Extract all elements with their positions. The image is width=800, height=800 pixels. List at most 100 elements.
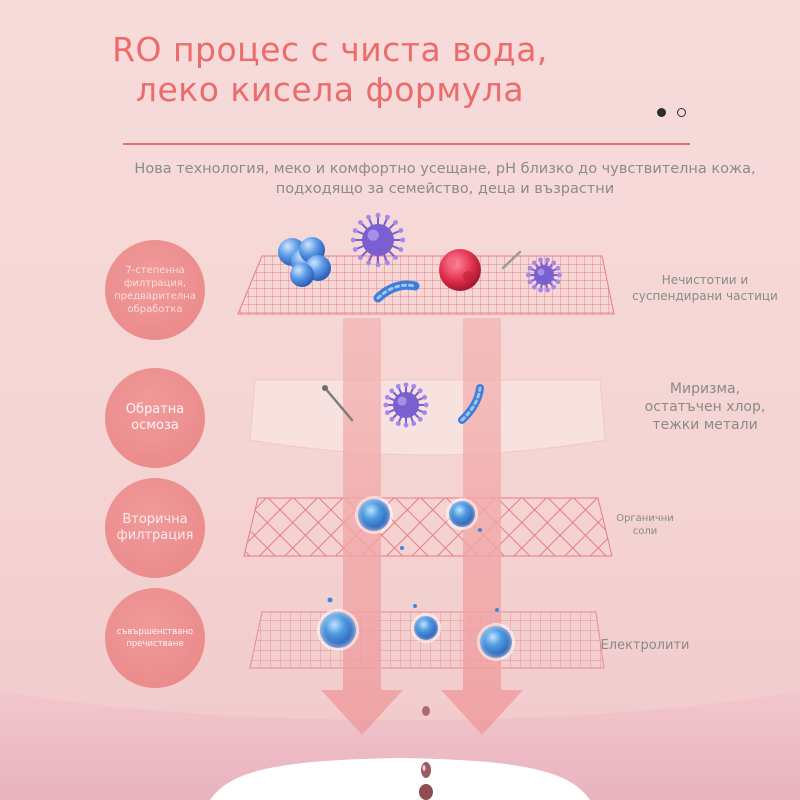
droplet-icon — [355, 496, 482, 550]
stage-3-result: Органични соли — [605, 512, 685, 538]
layer-2-membrane — [249, 379, 606, 456]
virus-spike-tip — [411, 383, 417, 389]
virus-highlight — [537, 268, 545, 276]
virus-spike-tip — [352, 228, 358, 233]
arrow-down-icon — [441, 318, 523, 735]
stage-1-result-line: Нечистотии и — [661, 273, 749, 287]
virus-spike-tip — [366, 214, 371, 220]
virus-spike-tip — [358, 220, 363, 225]
virus-spike-tip — [375, 262, 381, 268]
virus-spike-tip — [358, 255, 363, 260]
virus-icon — [526, 257, 562, 293]
layer-3-mesh — [243, 497, 613, 557]
virus-spike-tip — [545, 287, 550, 293]
virus-spike-tip — [531, 284, 537, 290]
virus-spike-tip — [393, 255, 398, 260]
virus-spike-tip — [375, 212, 381, 218]
virus-spike-tip — [366, 260, 371, 266]
virus-spike-tip — [383, 402, 389, 408]
stage-2-line: Обратна — [125, 402, 185, 417]
stage-4-result: Електролити — [600, 638, 690, 654]
page-title-line-2: леко кисела формула — [135, 70, 525, 109]
virus-spike-tip — [527, 265, 533, 271]
virus-body — [393, 392, 419, 418]
virus-spike-tip — [352, 247, 358, 252]
virus-spike-tip — [385, 214, 390, 220]
virus-spike-tip — [423, 402, 429, 408]
stage-4-line: съвършенствано — [116, 627, 194, 637]
virus-spike-tip — [385, 260, 390, 266]
page-title-line-1: RO процес с чиста вода, — [112, 30, 548, 69]
virus-spike-tip — [531, 260, 537, 266]
pollen-icon — [439, 249, 481, 291]
bottom-wave — [0, 690, 800, 800]
stage-circle-1: 7-степенна филтрация, предварителна обра… — [105, 240, 205, 340]
stage-3-line: филтрация — [116, 528, 194, 543]
virus-icon — [383, 382, 429, 428]
stage-2-result-line: Миризма, — [669, 381, 741, 397]
stage-4-line: пречистване — [126, 639, 184, 649]
bacteria-icon — [278, 237, 331, 287]
basin — [210, 758, 590, 800]
virus-spike-tip — [557, 272, 562, 278]
virus-spike-tip — [538, 287, 543, 293]
virus-spike-tip — [545, 257, 550, 263]
stage-3-result-line: соли — [632, 526, 658, 537]
layer-1-mesh — [237, 255, 615, 315]
virus-spike-tip — [555, 279, 561, 285]
virus-spike-tip — [389, 388, 395, 394]
virus-spike-tip — [417, 416, 423, 422]
stage-circle-2: Обратна осмоза — [105, 368, 205, 468]
virus-spike-tip — [551, 284, 557, 290]
virus-spike-tip — [395, 421, 401, 427]
stage-1-line: 7-степенна — [125, 265, 185, 276]
carousel-dot-active[interactable] — [657, 108, 666, 117]
stage-1-line: обработка — [127, 304, 183, 315]
virus-spike-tip — [393, 220, 398, 225]
stage-circle-3: Вторична филтрация — [105, 478, 205, 578]
virus-spike-tip — [400, 237, 406, 243]
virus-icon — [350, 212, 406, 268]
carousel-dot[interactable] — [677, 108, 686, 117]
virus-spike-tip — [422, 410, 428, 416]
virus-spike-tip — [398, 228, 404, 233]
virus-spike-tip — [395, 383, 401, 389]
bacteria-icon — [458, 384, 484, 424]
stage-1-line: предварителна — [114, 291, 196, 302]
virus-spike-tip — [384, 410, 390, 416]
stage-1-result-line: суспендирани частици — [632, 289, 778, 303]
virus-highlight — [367, 229, 379, 241]
virus-spike-tip — [384, 394, 390, 400]
virus-spike-tip — [527, 279, 533, 285]
virus-spike-tip — [555, 265, 561, 271]
virus-spike-tip — [411, 421, 417, 427]
stage-2-result-line: остатъчен хлор, — [644, 399, 766, 415]
virus-spike-tip — [350, 237, 356, 243]
virus-spike-tip — [538, 257, 543, 263]
stage-3-line: Вторична — [122, 512, 188, 527]
stage-2-result: Миризма, остатъчен хлор, тежки метали — [630, 380, 780, 434]
virus-body — [534, 265, 554, 285]
subtitle-line-2: подходящо за семейство, деца и възрастни — [275, 181, 615, 197]
droplet-icon — [317, 597, 515, 661]
stage-2-result-line: тежки метали — [652, 417, 758, 433]
title-divider — [123, 143, 690, 145]
virus-highlight — [397, 396, 407, 406]
stage-circle-4: съвършенствано пречистване — [105, 588, 205, 688]
virus-spike-tip — [403, 382, 409, 388]
droplet-icon — [419, 706, 433, 800]
virus-spike-tip — [422, 394, 428, 400]
pin-icon — [501, 250, 522, 270]
stage-1-result: Нечистотии и суспендирани частици — [630, 272, 780, 304]
stage-4-result-line: Електролити — [600, 638, 690, 653]
virus-spike-tip — [389, 416, 395, 422]
pin-icon — [322, 385, 354, 422]
bacteria-icon — [373, 280, 420, 303]
virus-spike-tip — [551, 260, 557, 266]
virus-spike-tip — [417, 388, 423, 394]
virus-body — [362, 224, 394, 256]
stage-3-result-line: Органични — [616, 513, 674, 524]
virus-spike-tip — [526, 272, 531, 278]
